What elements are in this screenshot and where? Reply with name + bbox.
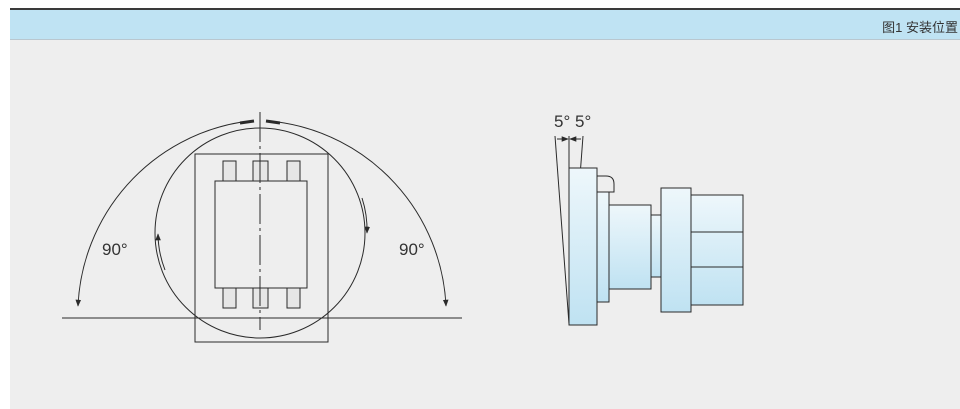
circle-arrow-right bbox=[361, 197, 371, 234]
left-swing-arc bbox=[75, 121, 243, 307]
side-front-plate bbox=[568, 167, 598, 326]
side-bracket bbox=[597, 175, 615, 193]
top-tick-left bbox=[239, 119, 255, 125]
right-angle-label: 90° bbox=[399, 240, 425, 259]
tilt-left-label: 5° bbox=[554, 112, 570, 131]
right-swing-arc bbox=[277, 121, 449, 307]
side-step-2 bbox=[608, 204, 652, 290]
circle-arrow-left bbox=[155, 233, 166, 271]
relay-body bbox=[214, 180, 308, 289]
figure-panel: 图1 安装位置 bbox=[10, 8, 960, 409]
installation-drawing: 90° 90° 5° 5° bbox=[62, 112, 744, 343]
pin-top-3 bbox=[286, 160, 301, 182]
front-view bbox=[62, 112, 462, 343]
pin-top-1 bbox=[222, 160, 237, 182]
top-tick-right bbox=[265, 119, 281, 125]
side-step-1 bbox=[596, 191, 610, 303]
pin-bottom-1 bbox=[222, 287, 237, 309]
side-flange bbox=[660, 187, 692, 313]
tilt-right-label: 5° bbox=[575, 112, 591, 131]
side-view bbox=[554, 135, 744, 326]
figure-header: 图1 安装位置 bbox=[10, 8, 960, 40]
housing-outline bbox=[194, 153, 329, 343]
pin-bottom-3 bbox=[286, 287, 301, 309]
left-angle-label: 90° bbox=[102, 240, 128, 259]
figure-caption: 图1 安装位置 bbox=[882, 20, 958, 35]
side-step-3 bbox=[650, 214, 662, 278]
side-rear-body bbox=[690, 194, 744, 306]
tilt-line-left bbox=[554, 135, 570, 325]
